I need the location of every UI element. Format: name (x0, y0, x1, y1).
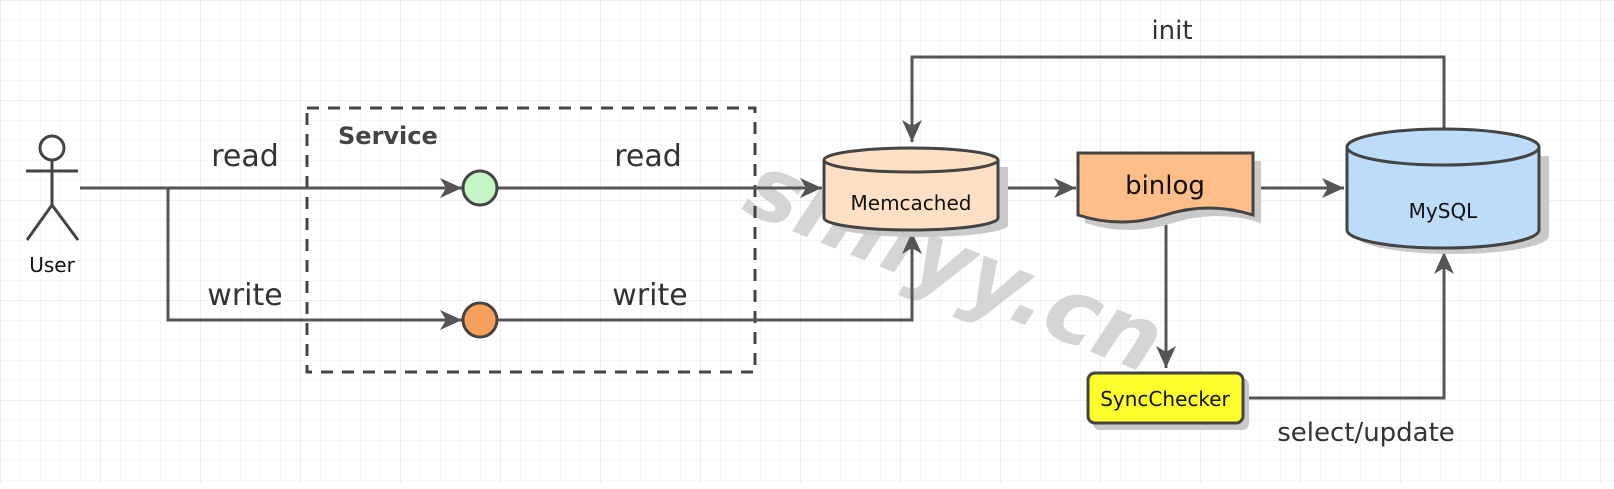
service-label: Service (338, 122, 438, 150)
edge-init (902, 55, 1446, 142)
edge-label-write-service: write (612, 278, 687, 313)
binlog-node (1076, 151, 1261, 230)
syncchecker-node (1086, 371, 1249, 430)
edge-label-write-user: write (207, 278, 282, 313)
edge-user-write (166, 188, 462, 330)
syncchecker-label: SyncChecker (1100, 387, 1230, 411)
edge-label-init: init (1151, 16, 1192, 46)
mysql-label: MySQL (1409, 199, 1479, 223)
edge-syncchecker-mysql (1243, 252, 1454, 400)
edge-label-read-service: read (614, 139, 682, 174)
edge-label-read-user: read (211, 139, 279, 174)
binlog-label: binlog (1125, 171, 1205, 201)
mysql-node (1345, 127, 1549, 254)
memcached-label: Memcached (851, 191, 972, 215)
read-node (461, 169, 499, 207)
user-actor-icon (25, 134, 80, 241)
edge-label-select-update: select/update (1277, 418, 1455, 448)
edge-write-memcached (498, 232, 922, 322)
user-label: User (29, 253, 75, 277)
service-boundary (305, 106, 757, 374)
memcached-node (822, 146, 1008, 237)
write-node (461, 301, 499, 339)
